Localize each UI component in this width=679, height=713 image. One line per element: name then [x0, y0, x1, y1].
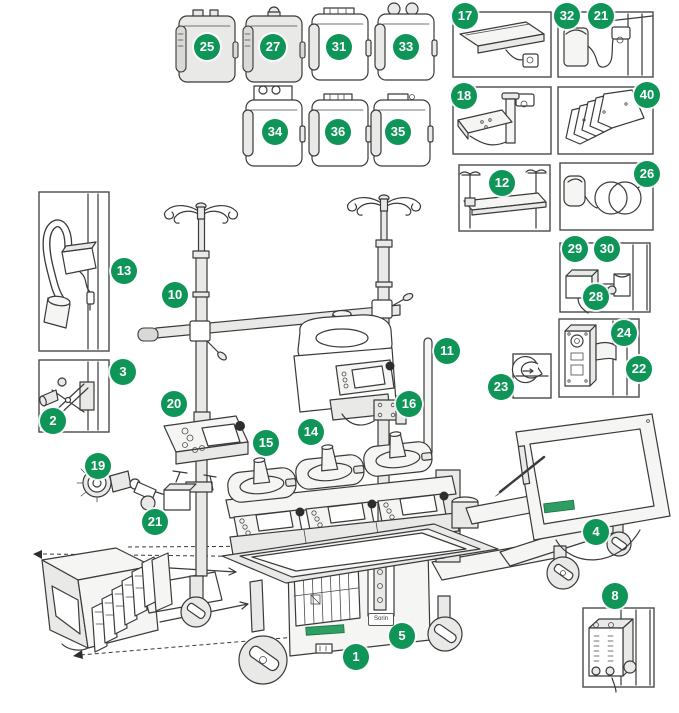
- cart-rear-legs: [431, 515, 632, 590]
- callout-badge-12: 12: [489, 170, 515, 196]
- box-flowmeter-8: [582, 607, 655, 693]
- callout-badge-25: 25: [194, 34, 220, 60]
- callout-badge-21: 21: [588, 3, 614, 29]
- callout-badge-34: 34: [262, 119, 288, 145]
- remote-clamp-19-21: [76, 468, 217, 511]
- callout-badge-32: 32: [554, 3, 580, 29]
- monitor-assembly: [451, 413, 671, 561]
- callout-badge-16: 16: [396, 391, 422, 417]
- working-tray: [221, 523, 499, 685]
- pump-15: [227, 457, 297, 503]
- box-control-box-24-22: [558, 318, 640, 398]
- callout-badge-4: 4: [583, 519, 609, 545]
- callout-badge-14: 14: [298, 419, 324, 445]
- pump-14: [295, 444, 365, 490]
- callout-badge-22: 22: [626, 356, 652, 382]
- exploded-module-drawer: [33, 545, 309, 659]
- vertical-rod-11: [423, 337, 433, 457]
- box-bracket-plates-40: [557, 86, 654, 155]
- callout-badge-23: 23: [488, 374, 514, 400]
- callout-badge-24: 24: [611, 320, 637, 346]
- callout-badge-30: 30: [594, 236, 620, 262]
- box-tube-clamp-23: [511, 353, 552, 399]
- box-flex-lamp-13: [38, 191, 110, 352]
- base-brand-strip: [305, 624, 345, 636]
- callout-badge-15: 15: [253, 430, 279, 456]
- callout-badge-19: 19: [85, 453, 111, 479]
- pump-console: [225, 431, 460, 556]
- monitor-brand-strip: [543, 499, 575, 514]
- callout-badge-10: 10: [162, 282, 188, 308]
- callout-badge-31: 31: [326, 34, 352, 60]
- callout-badge-40: 40: [634, 82, 660, 108]
- base-brand-label: Sorin: [368, 613, 394, 626]
- callout-badge-21: 21: [142, 509, 168, 535]
- callout-badge-1: 1: [343, 644, 369, 670]
- box-bracket-2-3: [38, 359, 110, 433]
- module-33: [374, 2, 438, 81]
- pump-right: [363, 431, 433, 477]
- pole-control-panel-20: [163, 411, 249, 465]
- callout-badge-36: 36: [325, 119, 351, 145]
- callout-badge-17: 17: [452, 3, 478, 29]
- callout-badge-3: 3: [110, 359, 136, 385]
- callout-badge-13: 13: [111, 258, 137, 284]
- callout-badge-18: 18: [451, 83, 477, 109]
- elevated-pump: [293, 309, 407, 426]
- callout-badge-5: 5: [389, 623, 415, 649]
- callout-badge-20: 20: [161, 391, 187, 417]
- callout-badge-8: 8: [602, 583, 628, 609]
- callout-badge-2: 2: [40, 408, 66, 434]
- callout-badge-29: 29: [562, 236, 588, 262]
- callout-badge-27: 27: [260, 34, 286, 60]
- callout-badge-26: 26: [634, 161, 660, 187]
- callout-badge-28: 28: [583, 284, 609, 310]
- callout-badge-11: 11: [434, 338, 460, 364]
- callout-badge-33: 33: [393, 34, 419, 60]
- callout-badge-35: 35: [385, 119, 411, 145]
